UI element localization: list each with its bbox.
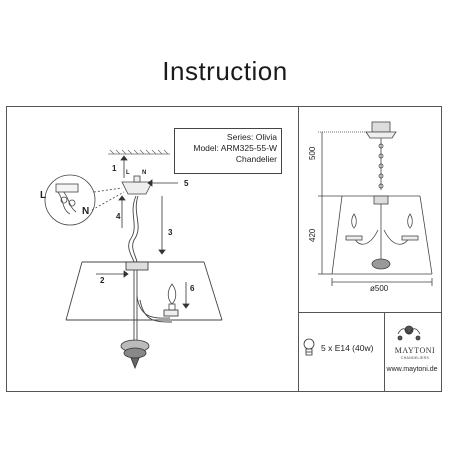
step4-arrow-icon [118,195,126,228]
dimension-body-height: 420 [308,228,317,242]
brand-website: www.maytoni.de [386,366,438,373]
divider-vertical [298,106,299,392]
ceiling-hatch-icon [108,149,170,155]
brand-name: MAYTONI [394,346,436,355]
wire-label-live-small: L [126,170,130,176]
brand-tagline: CHANDELIERS [400,356,430,360]
wire-label-live: L [40,190,47,201]
step1-arrow-icon [120,155,128,178]
step-number-5: 5 [184,179,189,188]
canopy-icon [121,175,153,195]
step-number-4: 4 [116,212,121,221]
model-label: Model: ARM325-55-W [193,143,277,153]
lightbulb-icon [303,338,315,356]
bulb-icon [167,283,177,311]
page-title: Instruction [162,56,288,86]
wire-label-neutral: N [82,206,90,217]
series-label: Series: Olivia [226,132,277,142]
dimension-chain-height: 500 [308,146,317,160]
step2-arrow-icon [96,270,129,278]
instruction-frame [6,106,442,392]
step5-arrow-icon [147,179,178,187]
product-info-box: Series: Olivia Model: ARM325-55-W Chande… [174,128,282,174]
chain-icon [128,195,139,263]
bulb-spec: 5 x E14 (40w) [321,343,374,353]
wiring-detail-icon [44,174,125,226]
step-number-1: 1 [112,164,117,173]
step-number-6: 6 [190,284,195,293]
step3-arrow-icon [158,196,166,255]
hub-icon [125,261,149,271]
divider-vertical-small [384,312,385,392]
divider-horizontal [298,312,442,313]
dimension-diameter: ø500 [370,284,389,293]
step-number-3: 3 [168,228,173,237]
ornament-icon [120,339,150,370]
lamp-arm-icon [133,270,179,340]
type-label: Chandelier [235,154,277,164]
wire-label-neutral-small: N [142,170,147,176]
step6-arrow-icon [182,282,190,309]
step-number-2: 2 [100,276,105,285]
maytoni-logo-icon [397,325,421,341]
dimension-drawing [318,121,433,286]
